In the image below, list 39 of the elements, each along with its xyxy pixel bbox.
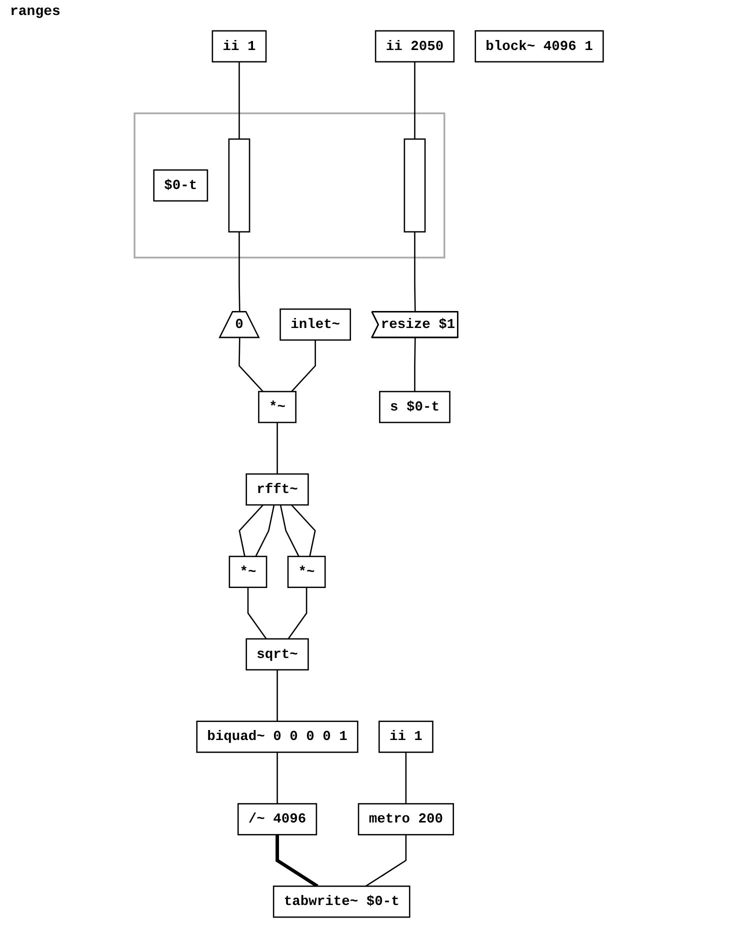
connector [276, 670, 278, 722]
connector [238, 232, 240, 312]
connector [405, 752, 407, 804]
connector [238, 338, 264, 392]
slider-label: ranges [10, 4, 60, 20]
connector [366, 834, 407, 887]
connector [255, 504, 275, 557]
node-box: block~ 4096 1 [474, 30, 604, 62]
connector [288, 587, 308, 640]
connector [291, 504, 316, 557]
node-box: /~ 4096 [238, 803, 318, 836]
connector [414, 232, 416, 312]
connector [276, 752, 278, 804]
node-box: *~ [258, 390, 297, 424]
node-box: *~ [228, 556, 268, 588]
node-box: ii 2050 [375, 30, 455, 62]
connector [247, 587, 267, 640]
cluster [134, 112, 446, 258]
node-bar [228, 138, 250, 232]
node-box: s $0-t [379, 390, 451, 424]
node-box: ii 1 [212, 30, 267, 62]
node-box: tabwrite~ $0-t [273, 886, 410, 918]
node-box: metro 200 [358, 803, 454, 836]
connector [238, 62, 240, 140]
node-box: ii 1 [378, 720, 434, 753]
node-box: inlet~ [280, 308, 352, 341]
connector [276, 834, 319, 888]
node-box: sqrt~ [246, 638, 309, 670]
connector [238, 504, 264, 557]
connector [414, 338, 416, 392]
connector [414, 62, 416, 140]
node-box: *~ [288, 556, 326, 588]
node-box: biquad~ 0 0 0 0 1 [196, 720, 358, 753]
connector [276, 422, 278, 474]
connector [291, 340, 316, 392]
node-box: rfft~ [246, 473, 309, 506]
connector [280, 504, 300, 557]
node-bar [404, 138, 426, 232]
node-box: $0-t [153, 169, 208, 202]
